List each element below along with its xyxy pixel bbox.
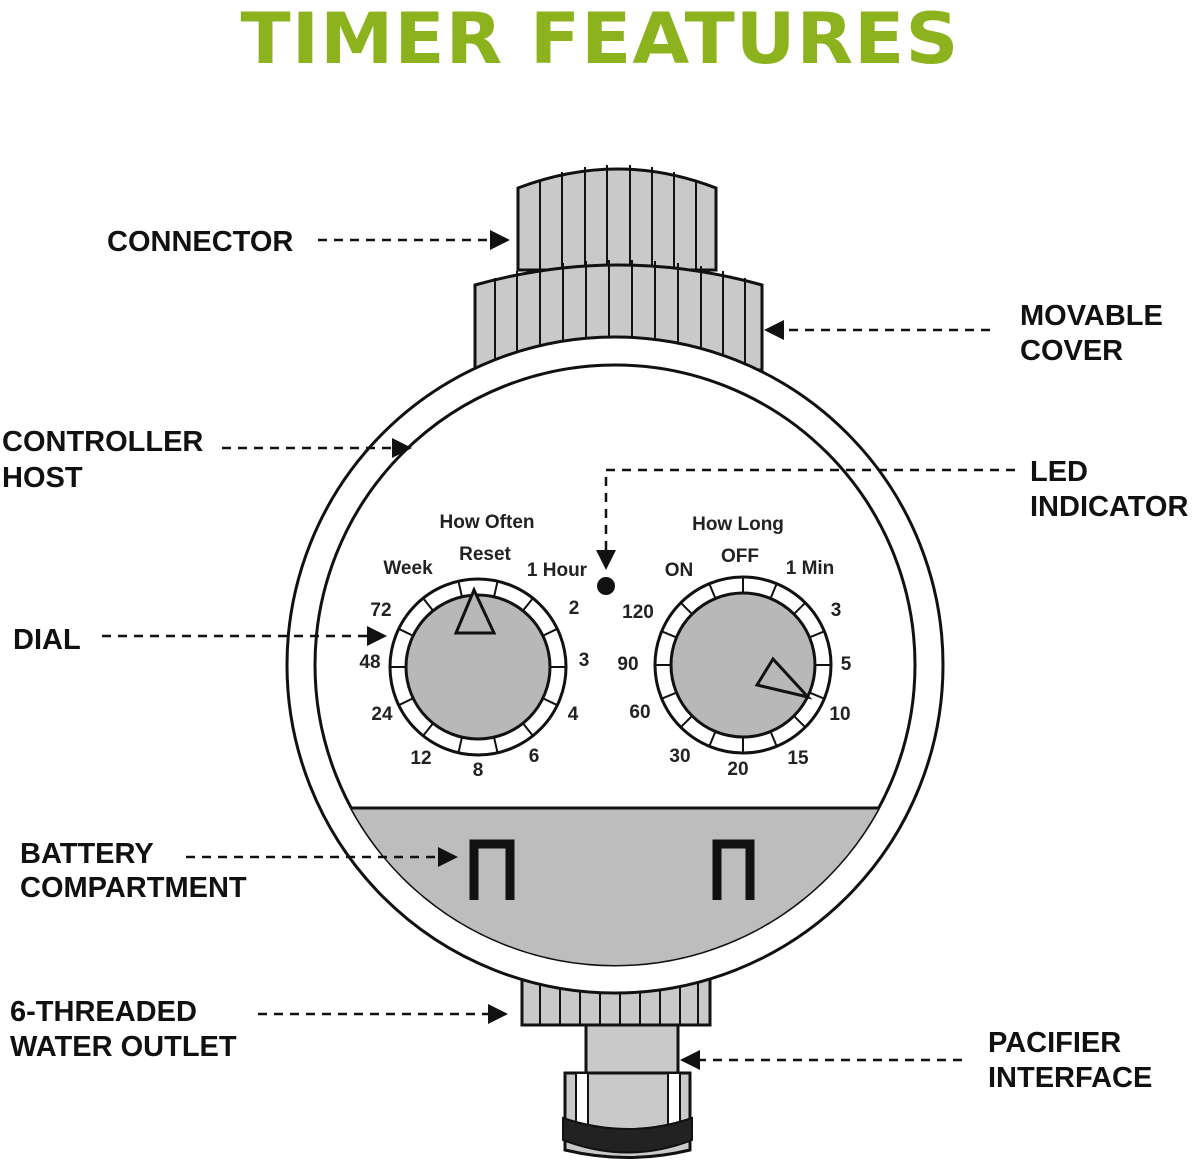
how-often-pointer bbox=[453, 586, 497, 635]
dial-tick bbox=[769, 583, 778, 599]
dial-tick bbox=[422, 722, 434, 737]
pacifier-interface-label-line2: INTERFACE bbox=[988, 1062, 1152, 1094]
dial-tick bbox=[457, 736, 463, 754]
dial-tick bbox=[809, 630, 825, 639]
dial-tick bbox=[398, 627, 414, 637]
battery-clip-left bbox=[469, 839, 515, 900]
dial-label: DIAL bbox=[13, 624, 81, 656]
how-long-dial[interactable] bbox=[653, 575, 833, 755]
dial-label: 1 Min bbox=[786, 558, 835, 579]
dial-label: 72 bbox=[370, 600, 391, 621]
dial-tick bbox=[793, 715, 806, 728]
dial-tick bbox=[493, 580, 499, 598]
dial-tick bbox=[680, 715, 693, 728]
dial-label: 3 bbox=[579, 650, 590, 671]
dial-label: 120 bbox=[622, 602, 654, 623]
how-often-dial[interactable] bbox=[388, 577, 568, 757]
led-indicator-dot bbox=[597, 577, 615, 595]
controller-host-label-line2: HOST bbox=[2, 462, 83, 494]
dial-label: 48 bbox=[359, 652, 380, 673]
led-indicator-label-line1: LED bbox=[1030, 456, 1088, 488]
how-long-pointer bbox=[754, 656, 813, 700]
dial-tick bbox=[422, 597, 434, 612]
dial-label: 1 Hour bbox=[527, 560, 588, 581]
movable-cover-label-line1: MOVABLE bbox=[1020, 300, 1163, 332]
battery-clip-right bbox=[712, 839, 755, 900]
dial-label: 4 bbox=[568, 704, 579, 725]
pacifier-interface-label-line1: PACIFIER bbox=[988, 1027, 1121, 1059]
dial-label: 3 bbox=[831, 600, 842, 621]
off-label: OFF bbox=[721, 546, 759, 567]
controller-host-body bbox=[285, 335, 945, 995]
controller-host-label-line1: CONTROLLER bbox=[2, 426, 203, 458]
dial-tick bbox=[457, 580, 463, 598]
dial-tick bbox=[708, 731, 717, 747]
dial-label: 6 bbox=[529, 746, 540, 767]
dial-label: 2 bbox=[569, 598, 580, 619]
dial-tick bbox=[661, 630, 677, 639]
dial-tick bbox=[708, 583, 717, 599]
dial-tick bbox=[680, 602, 693, 615]
dial-label: 12 bbox=[410, 748, 431, 769]
dial-label: ON bbox=[665, 560, 694, 581]
pacifier-interface-part bbox=[562, 1023, 693, 1159]
connector-label: CONNECTOR bbox=[107, 226, 293, 258]
callout-arrows bbox=[102, 230, 1015, 1070]
dial-tick bbox=[769, 731, 778, 747]
dial-label: 5 bbox=[841, 654, 852, 675]
dial-tick bbox=[542, 627, 558, 637]
dial-label: 24 bbox=[371, 704, 393, 725]
dial-tick bbox=[809, 691, 825, 700]
dial-tick bbox=[661, 691, 677, 700]
battery-compartment-label-line1: BATTERY bbox=[20, 838, 154, 870]
led-indicator-arrow bbox=[596, 468, 1015, 570]
dial-tick bbox=[522, 597, 534, 612]
dial-label: 90 bbox=[617, 654, 638, 675]
reset-label: Reset bbox=[459, 544, 511, 565]
movable-cover-label-line2: COVER bbox=[1020, 335, 1123, 367]
how-often-heading: How Often bbox=[440, 512, 535, 533]
dial-label: 20 bbox=[727, 759, 748, 780]
led-indicator-label-line2: INDICATOR bbox=[1030, 491, 1188, 523]
water-outlet-label-line2: WATER OUTLET bbox=[10, 1031, 237, 1063]
dial-tick bbox=[398, 697, 414, 707]
dial-tick bbox=[493, 736, 499, 754]
dial-tick bbox=[542, 697, 558, 707]
dial-label: Week bbox=[383, 558, 433, 579]
dial-label: 30 bbox=[669, 746, 690, 767]
battery-compartment-label-line2: COMPARTMENT bbox=[20, 872, 247, 904]
water-outlet-label-line1: 6-THREADED bbox=[10, 996, 197, 1028]
page-title: TIMER FEATURES bbox=[240, 0, 960, 80]
dial-label: 15 bbox=[787, 748, 809, 769]
dial-label: 60 bbox=[629, 702, 650, 723]
dial-tick bbox=[522, 722, 534, 737]
dial-tick bbox=[793, 602, 806, 615]
dial-label: 8 bbox=[473, 760, 484, 781]
how-long-heading: How Long bbox=[692, 514, 784, 535]
connector-part bbox=[516, 165, 718, 272]
dial-label: 10 bbox=[829, 704, 850, 725]
